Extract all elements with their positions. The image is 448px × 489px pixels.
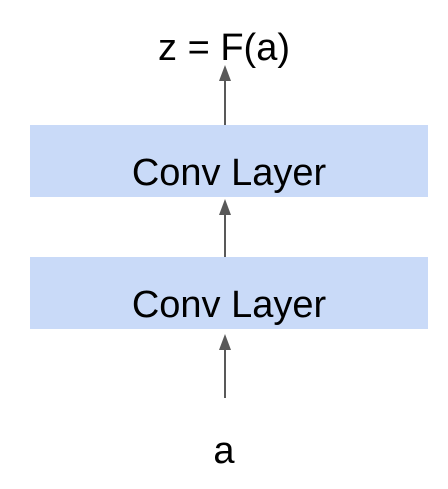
input-label: a [213, 430, 235, 472]
conv-layer-bottom: Conv Layer [30, 257, 428, 329]
conv-layer-top: Conv Layer [30, 125, 428, 197]
conv-layer-bottom-label: Conv Layer [131, 284, 327, 326]
arrow-layer-to-layer [219, 199, 231, 257]
conv-layer-top-label: Conv Layer [131, 152, 327, 194]
arrow-layer-to-output [219, 65, 231, 125]
output-label: z = F(a) [158, 27, 290, 69]
arrow-input-to-layer [219, 334, 231, 398]
